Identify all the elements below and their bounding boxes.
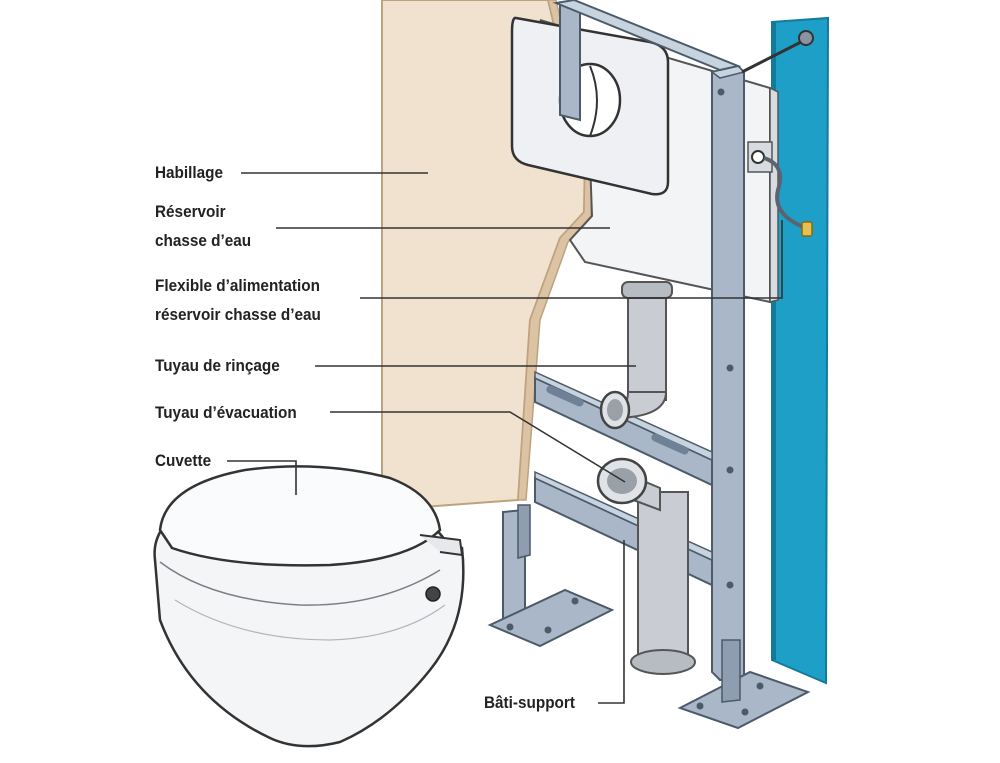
label-reservoir: Réservoir chasse d’eau xyxy=(155,202,252,250)
leader-lines xyxy=(227,172,783,704)
flush-plate-icon xyxy=(510,16,670,196)
drain-pipe xyxy=(596,457,696,675)
leader-evacuation xyxy=(330,411,626,483)
label-flexible: Flexible d’alimentation réservoir chasse… xyxy=(155,276,321,324)
leader-flexible xyxy=(360,220,783,299)
leader-bati xyxy=(598,540,625,704)
blue-wall xyxy=(771,16,830,685)
leader-cuvette xyxy=(227,460,297,495)
label-habillage: Habillage xyxy=(155,163,224,182)
rinse-pipe xyxy=(599,281,673,430)
label-cuvette: Cuvette xyxy=(155,451,212,470)
label-tuyau-rincage: Tuyau de rinçage xyxy=(155,356,280,375)
toilet-bowl xyxy=(153,465,465,748)
label-tuyau-evacuation: Tuyau d’évacuation xyxy=(155,403,297,422)
frame xyxy=(487,0,811,730)
label-bati-support: Bâti-support xyxy=(484,693,575,712)
water-valve-icon xyxy=(741,30,814,237)
